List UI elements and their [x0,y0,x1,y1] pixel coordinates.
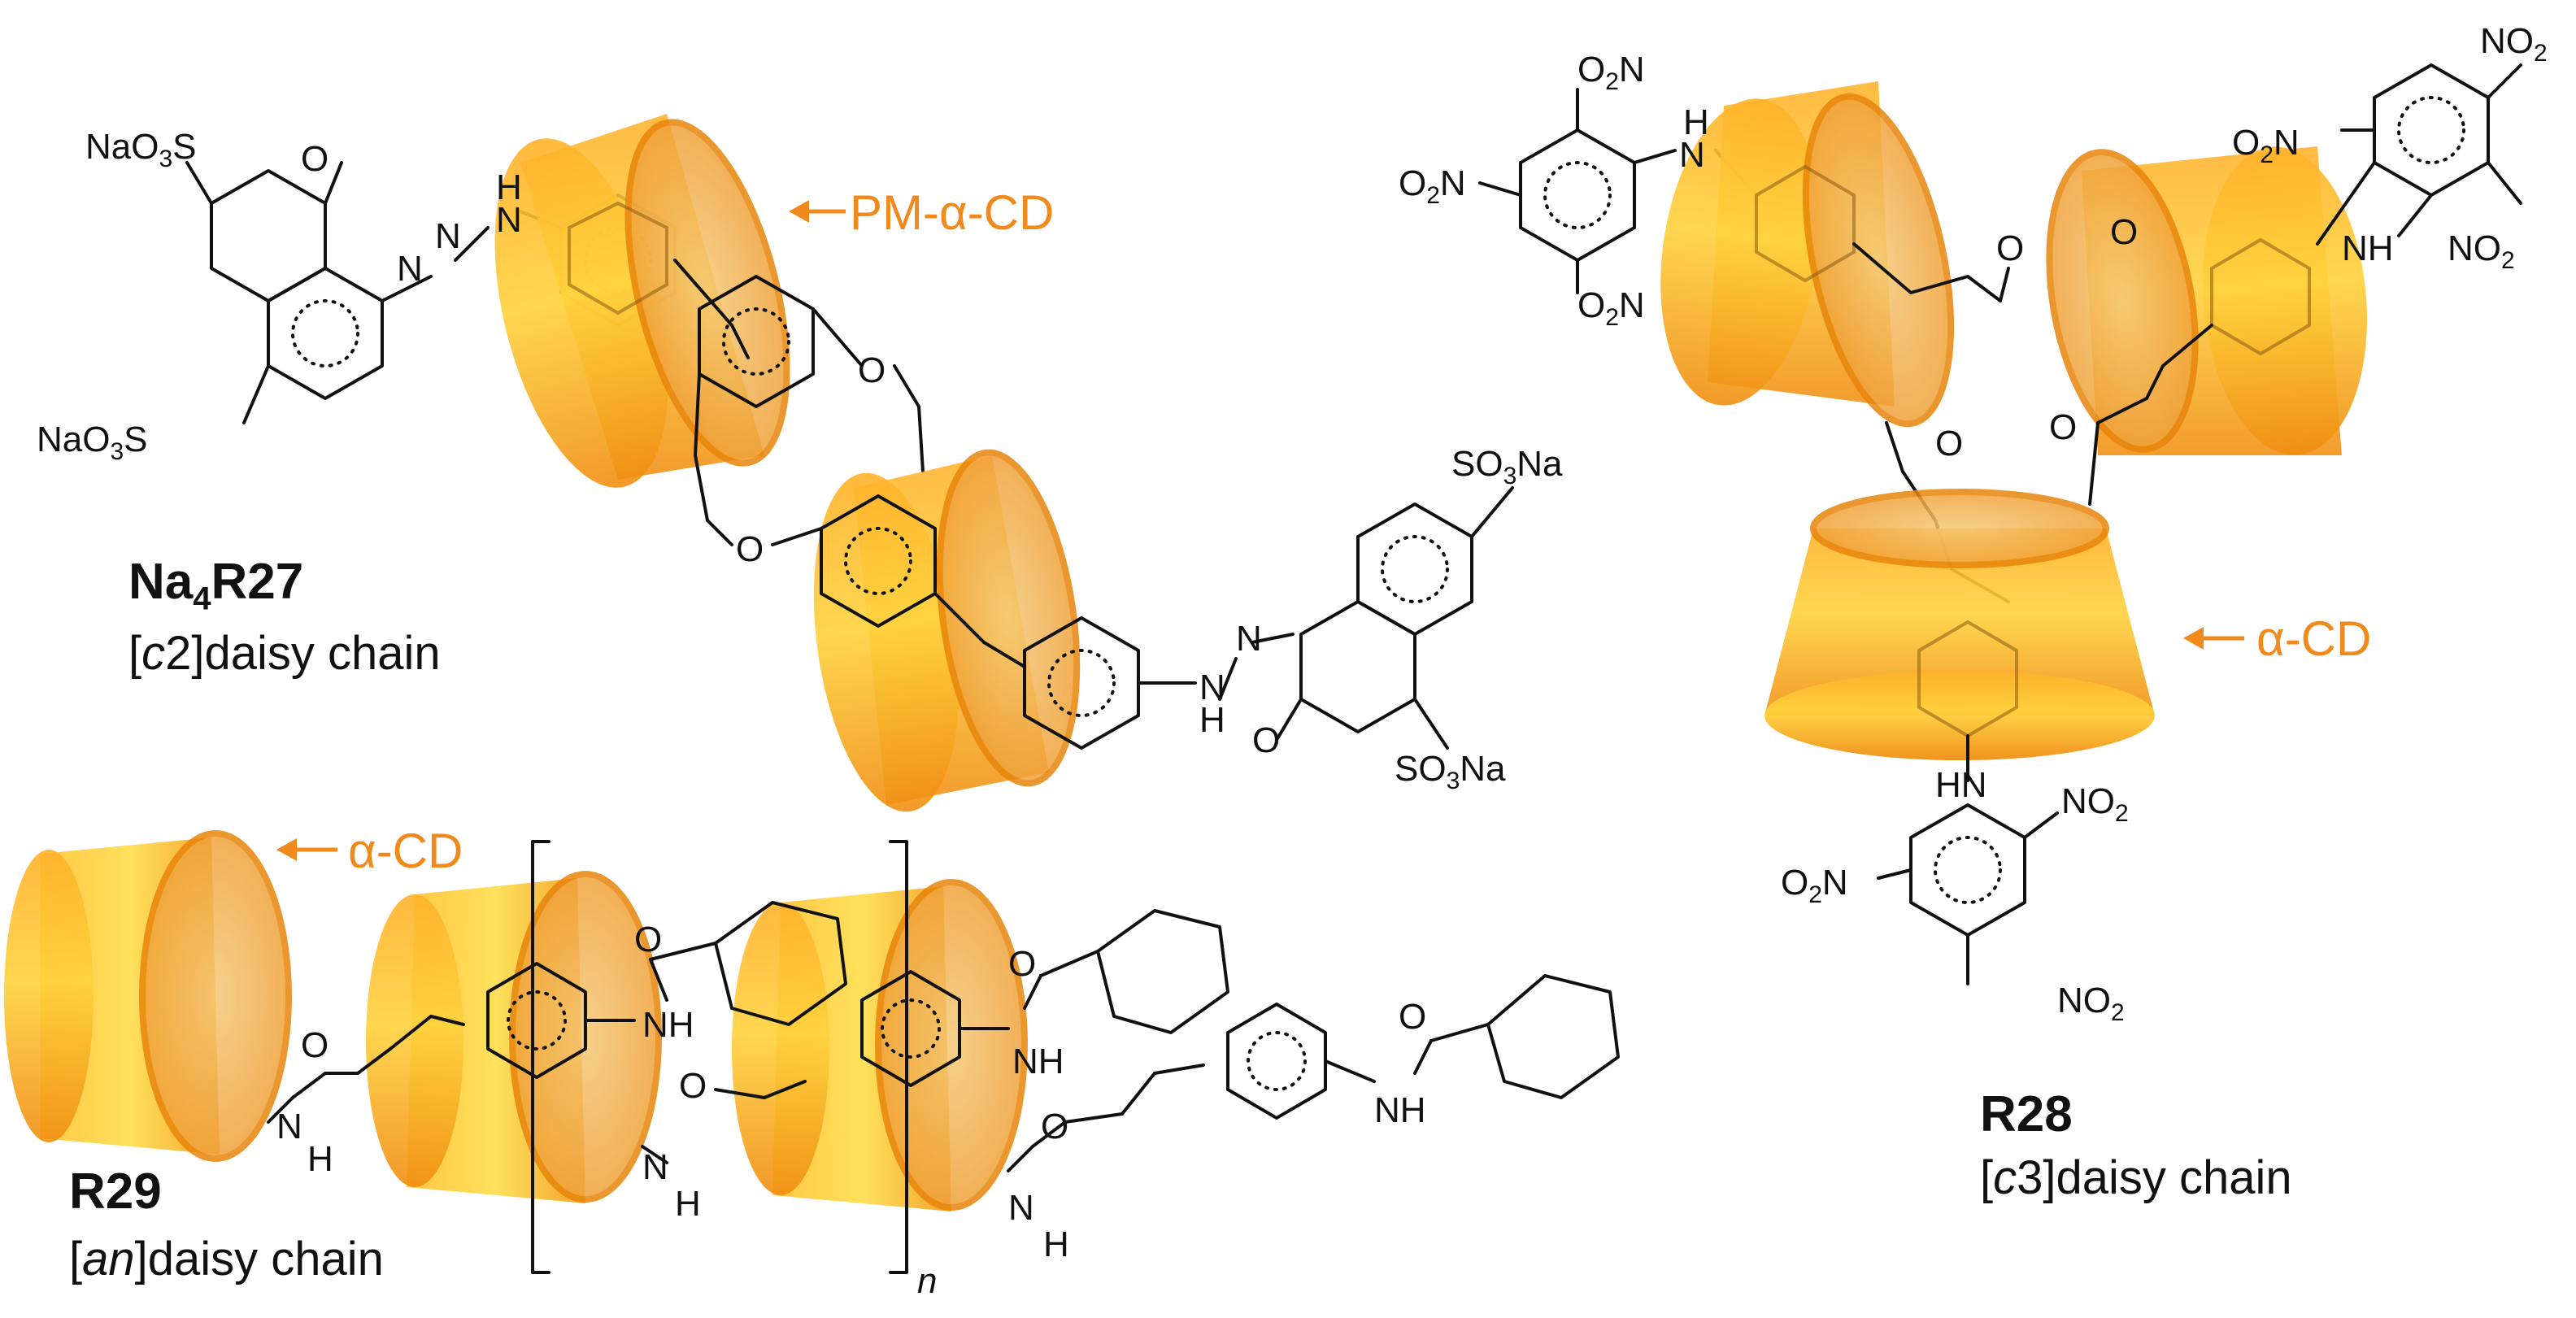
atom-nh-r29-3: NH [1374,1090,1426,1130]
pm-alpha-cd-torus-1 [494,114,790,488]
adamantane-r29-1 [714,901,847,1026]
atom-nh-r29-2: NH [1012,1042,1064,1081]
adamantane-r29-2 [1096,909,1229,1034]
azo-phenyl-r27-b [1023,616,1140,750]
alpha-cd-torus-r29-3 [732,879,1028,1211]
atom-h-r29-2: H [675,1184,701,1224]
atom-o-r28-4: O [1935,424,1963,463]
naso3s-group-bottom: NaO3S [37,420,148,465]
compound-type-r29: [an]daisy chain [69,1233,384,1285]
phenyl-r29-1 [486,962,587,1079]
naso3s-group-top: NaO3S [85,127,197,172]
atom-n-r27-3: N [496,200,522,240]
alpha-cd-torus-r29-2 [366,871,662,1203]
atom-o-r27: O [301,139,329,179]
atom-h-r27-2: H [1199,700,1225,740]
atom-n-r27-4: N [1199,668,1225,707]
no2-r28-1: O2N [1577,50,1645,95]
alpha-cd-torus-r29-1 [4,830,292,1162]
atom-n-r29-2: N [642,1147,668,1187]
atom-n-r29-3: N [1008,1188,1034,1228]
atom-o-r29-2: O [634,920,662,959]
atom-n-r27-5: N [1236,619,1262,659]
picryl-ring-3 [1909,803,2026,937]
compound-name-r27: Na4R27 [128,554,304,617]
pm-cd-arrow-icon [789,200,809,223]
naphthalene-ring-d [1356,502,1473,636]
naphthalene-ring-b [267,267,384,400]
alpha-cd-label-r29: α-CD [348,824,463,878]
atom-hn-r28: HN [1935,765,1987,805]
atom-n-r27-2: N [435,216,461,256]
alpha-cd-arrow-icon-r28 [2183,627,2204,650]
repeat-index-n: n [917,1261,937,1301]
no2-r28-3: O2N [1577,285,1645,331]
atom-o-r29-1: O [301,1025,329,1065]
pm-alpha-cd-torus-2 [813,449,1081,812]
alpha-cd-torus-r28-3 [1764,489,2155,760]
atom-h-r28-1: H [1683,102,1709,142]
atom-o-r28-3: O [2049,407,2077,447]
atom-o-r29-3: O [679,1066,707,1106]
repeat-bracket-right [889,840,908,1274]
atom-o-r28-1: O [1996,228,2024,268]
naphthalene-ring-a [210,169,327,302]
so3na-group-bottom: SO3Na [1395,749,1506,794]
no2-r28-5: O2N [2232,123,2300,168]
compound-name-r28: R28 [1980,1086,2073,1142]
alpha-cd-torus-r28-1 [1660,81,1955,428]
repeat-bracket-left [531,840,550,1274]
compound-name-r29: R29 [69,1164,162,1220]
atom-o-r29-6: O [1399,997,1426,1037]
alpha-cd-label-r28: α-CD [2256,611,2371,666]
atom-o-r29-4: O [1008,944,1036,984]
atom-n-r28-1: N [1679,135,1705,175]
so3na-group-top: SO3Na [1451,444,1563,489]
atom-o-r27-4: O [1252,720,1280,760]
r27-structure: O N N H N O O N N H O NaO3S NaO3S SO3Na … [37,114,1563,812]
no2-r28-4: NO2 [2480,21,2548,67]
alpha-cd-torus-r28-2 [2046,146,2367,455]
atom-o-r27-3: O [736,529,764,569]
atom-nh-r29-1: NH [642,1005,694,1045]
picryl-ring-1 [1519,128,1636,262]
alpha-cd-arrow-icon-r29 [276,838,297,861]
r28-structure: α-CD O2N O2N O2N H N O O O O NO2 O2N NO2… [1399,21,2548,1026]
atom-o-r28-2: O [2110,212,2138,252]
atom-n-r27-1: N [397,249,423,289]
no2-r28-9: NO2 [2057,981,2125,1026]
atom-n-r29-1: N [276,1107,302,1146]
naphthalene-ring-c [1299,600,1416,733]
atom-nh-r28-1: NH [2342,228,2394,268]
picryl-ring-2 [2373,63,2490,197]
phenyl-r29-3 [1226,1003,1327,1120]
compound-type-r28: [c3]daisy chain [1980,1151,2292,1204]
no2-r28-2: O2N [1399,163,1466,209]
atom-h-r29-1: H [307,1139,333,1179]
no2-r28-7: NO2 [2061,781,2129,827]
no2-r28-6: NO2 [2448,228,2515,274]
compound-type-r27: [c2]daisy chain [128,627,441,680]
phenyl-r29-2 [860,970,961,1087]
pm-alpha-cd-label: PM-α-CD [850,185,1054,240]
atom-o-r29-5: O [1041,1107,1068,1146]
r29-structure: n O N H O [4,824,1620,1301]
adamantane-r29-3 [1486,974,1620,1099]
atom-h-r27-1: H [496,167,522,207]
no2-r28-8: O2N [1781,863,1848,908]
atom-o-r27-2: O [858,350,886,390]
atom-h-r29-3: H [1043,1224,1069,1264]
